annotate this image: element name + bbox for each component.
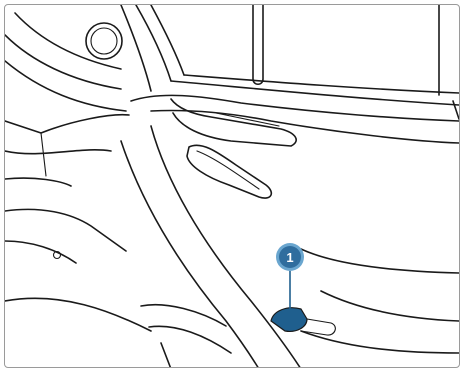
dashboard-side — [5, 5, 151, 186]
callout-badge: 1 — [276, 243, 304, 271]
callout-number: 1 — [286, 250, 293, 265]
window-frame — [136, 5, 459, 105]
release-lever — [271, 308, 335, 335]
door-pocket — [301, 249, 459, 353]
air-vent — [86, 23, 122, 59]
door-panel — [131, 95, 459, 146]
seat-belt — [121, 126, 301, 368]
illustration-frame: 1 — [4, 4, 460, 368]
door-handle-recess — [187, 145, 271, 198]
door-interior-illustration: 1 — [5, 5, 460, 368]
footwell — [5, 209, 231, 368]
